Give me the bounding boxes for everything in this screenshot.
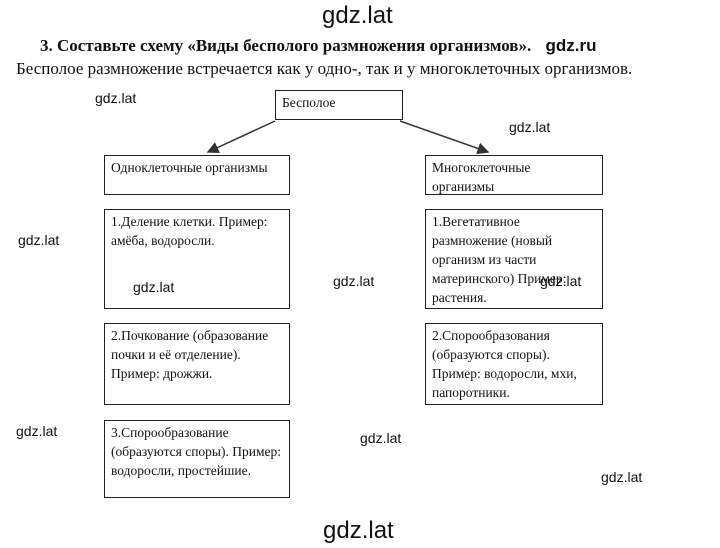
arrow-left [206, 120, 276, 154]
watermark: gdz.lat [18, 232, 60, 248]
right-title-node: Многоклеточные организмы [425, 155, 603, 195]
watermark: gdz.lat [509, 119, 551, 135]
right-item-2: 2.Спорообразования (образуются споры). П… [425, 323, 603, 405]
left-item-2: 2.Почкование (образование почки и её отд… [104, 323, 290, 405]
watermark-bottom: gdz.lat [323, 517, 394, 544]
left-item-3: 3.Спорообразование (образуются споры). П… [104, 420, 290, 498]
watermark: gdz.lat [95, 90, 137, 106]
watermark-top: gdz.lat [322, 2, 393, 29]
left-title-node: Одноклеточные организмы [104, 155, 290, 195]
task-heading: 3. Составьте схему «Виды бесполого размн… [40, 36, 596, 56]
arrow-right [399, 120, 490, 155]
watermark: gdz.lat [540, 273, 582, 289]
task-text: 3. Составьте схему «Виды бесполого размн… [40, 36, 532, 55]
left-item-1: 1.Деление клетки. Пример: амёба, водорос… [104, 209, 290, 309]
watermark: gdz.lat [333, 273, 375, 289]
watermark: gdz.lat [133, 279, 175, 295]
root-node: Бесполое [275, 90, 403, 120]
watermark: gdz.lat [601, 469, 643, 485]
intro-text: Бесполое размножение встречается как у о… [16, 59, 633, 78]
watermark: gdz.lat [360, 430, 402, 446]
right-item-1: 1.Вегетативное размножение (новый органи… [425, 209, 603, 309]
source-label: gdz.ru [545, 36, 597, 55]
watermark: gdz.lat [16, 423, 58, 439]
